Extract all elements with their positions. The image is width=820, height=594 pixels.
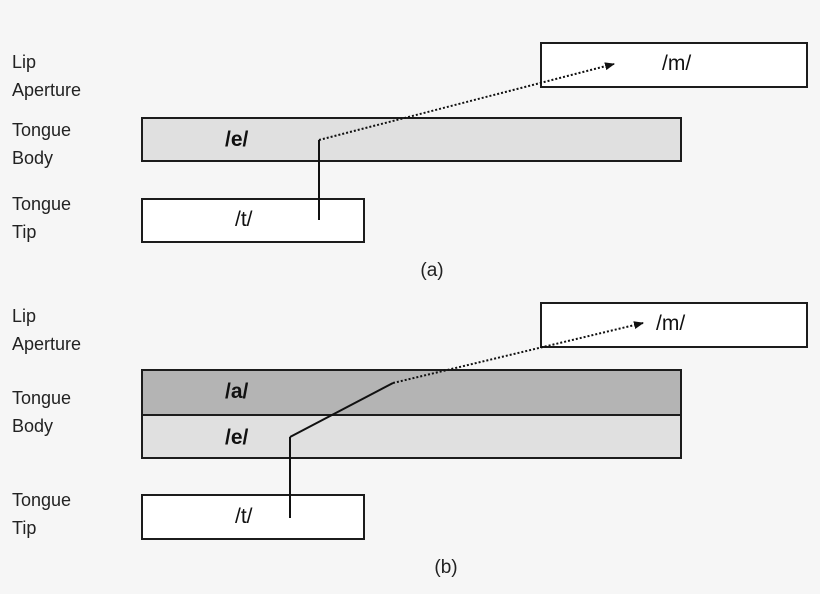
- tongue-tip-gesture-text: /t/: [235, 505, 253, 528]
- tongue-body-box: [141, 117, 682, 162]
- tongue-tip-gesture-text: /t/: [235, 208, 253, 231]
- tier-label-tongue-tip: Tongue Tip: [12, 194, 72, 242]
- panel-a-body-to-lip-arrow: [318, 62, 615, 141]
- tongue-body-lower-gesture-text: /e/: [225, 426, 249, 449]
- panel-b-body-to-lip-arrow: [392, 321, 644, 384]
- tier-label-tongue-body: Tongue Body: [12, 388, 72, 436]
- tongue-body-upper-gesture-text: /a/: [225, 380, 249, 403]
- panel-b-lower-to-upper-line: [289, 382, 394, 438]
- lip-aperture-box: [540, 42, 808, 88]
- tongue-body-gesture-text: /e/: [225, 128, 249, 151]
- tongue-body-box-lower: [141, 414, 682, 459]
- lip-aperture-box: [540, 302, 808, 348]
- lip-aperture-gesture-text: /m/: [656, 312, 686, 335]
- tier-label-lip-aperture: Lip Aperture: [12, 306, 82, 354]
- panel-a-caption: (a): [420, 260, 444, 281]
- lip-aperture-gesture-text: /m/: [662, 52, 692, 75]
- panel-b-caption: (b): [434, 557, 458, 578]
- tier-label-tongue-tip: Tongue Tip: [12, 490, 72, 538]
- tier-label-lip-aperture: Lip Aperture: [12, 52, 82, 100]
- tongue-tip-box: [141, 494, 365, 540]
- tier-label-tongue-body: Tongue Body: [12, 120, 72, 168]
- tongue-tip-box: [141, 198, 365, 243]
